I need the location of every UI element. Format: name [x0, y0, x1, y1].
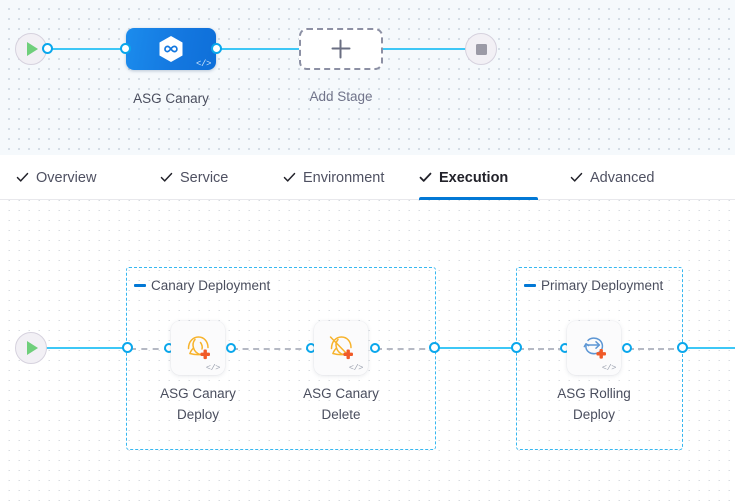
check-icon: [283, 171, 296, 184]
exec-port-group1-in[interactable]: [122, 342, 133, 353]
play-icon: [27, 42, 38, 56]
exec-connector-d: [434, 347, 518, 349]
asg-canary-delete-icon: [324, 330, 358, 364]
exec-port-group1-out[interactable]: [429, 342, 440, 353]
exec-port-step2-out[interactable]: [370, 343, 380, 353]
execution-graph-canvas[interactable]: Canary Deployment Primary Deployment: [0, 200, 735, 501]
stop-square-icon: [475, 43, 487, 55]
add-stage-node[interactable]: [299, 28, 383, 70]
step-label-asg-canary-delete: ASG Canary Delete: [266, 383, 416, 425]
stage-code-glyph: </>: [195, 59, 211, 69]
tab-service[interactable]: Service: [160, 155, 228, 200]
group-label-text: Primary Deployment: [541, 278, 664, 293]
step-label-line2: Deploy: [176, 407, 220, 422]
step-node-asg-rolling-deploy[interactable]: </>: [567, 321, 621, 375]
stage-node-asg-canary[interactable]: </>: [126, 28, 216, 70]
step-code-glyph: </>: [348, 363, 364, 373]
step-label-line1: ASG Canary: [303, 386, 379, 401]
stage-label-asg-canary: ASG Canary: [133, 91, 209, 106]
step-group-primary-deployment[interactable]: [516, 267, 683, 450]
add-stage-label: Add Stage: [309, 89, 373, 104]
stage-port-in[interactable]: [120, 43, 131, 54]
exec-connector-start: [44, 347, 130, 349]
tab-execution-label: Execution: [439, 169, 509, 186]
stage-connector-2: [378, 48, 473, 50]
pipeline-end-node[interactable]: [465, 33, 497, 65]
execution-start-node[interactable]: [15, 332, 47, 364]
tab-overview[interactable]: Overview: [16, 155, 96, 200]
stage-graph-canvas[interactable]: </> ASG Canary Add Stage: [0, 0, 735, 155]
check-icon: [419, 171, 432, 184]
tab-active-underline: [419, 197, 538, 200]
check-icon: [16, 171, 29, 184]
group-label-primary-deployment[interactable]: Primary Deployment: [524, 278, 663, 293]
stage-config-tabbar: Overview Service Environment Execution: [0, 155, 735, 200]
exec-connector-f: [628, 348, 684, 350]
step-label-asg-canary-deploy: ASG Canary Deploy: [123, 383, 273, 425]
group-label-canary-deployment[interactable]: Canary Deployment: [134, 278, 270, 293]
step-label-line2: Delete: [321, 407, 361, 422]
exec-port-step1-out[interactable]: [226, 343, 236, 353]
check-icon: [570, 171, 583, 184]
tab-environment[interactable]: Environment: [283, 155, 384, 200]
exec-port-group2-in[interactable]: [511, 342, 522, 353]
stage-port-out[interactable]: [211, 43, 222, 54]
exec-port-step3-out[interactable]: [622, 343, 632, 353]
collapse-dash-icon[interactable]: [524, 284, 536, 287]
step-label-line1: ASG Canary: [160, 386, 236, 401]
exec-connector-c: [376, 348, 436, 350]
pipeline-start-node[interactable]: [15, 33, 47, 65]
tab-advanced-label: Advanced: [590, 169, 655, 186]
check-icon: [160, 171, 173, 184]
step-label-line2: Deploy: [572, 407, 616, 422]
stage-port-start[interactable]: [42, 43, 53, 54]
step-label-asg-rolling-deploy: ASG Rolling Deploy: [519, 383, 669, 425]
step-node-asg-canary-deploy[interactable]: </>: [171, 321, 225, 375]
harness-hexagon-icon: [158, 35, 184, 63]
exec-connector-e: [518, 348, 564, 350]
step-code-glyph: </>: [601, 363, 617, 373]
exec-connector-a: [130, 348, 170, 350]
stage-connector-1: [215, 48, 305, 50]
exec-port-group2-out[interactable]: [677, 342, 688, 353]
tab-execution[interactable]: Execution: [419, 155, 538, 200]
step-group-canary-deployment[interactable]: [126, 267, 436, 450]
stage-connector-start: [48, 48, 138, 50]
step-code-glyph: </>: [205, 363, 221, 373]
step-label-line1: ASG Rolling: [557, 386, 631, 401]
step-node-asg-canary-delete[interactable]: </>: [314, 321, 368, 375]
group-label-text: Canary Deployment: [151, 278, 271, 293]
collapse-dash-icon[interactable]: [134, 284, 146, 287]
asg-canary-deploy-icon: [181, 330, 215, 364]
play-icon: [27, 341, 38, 355]
tab-environment-label: Environment: [303, 169, 385, 186]
exec-connector-g: [682, 347, 735, 349]
plus-icon: [331, 39, 351, 59]
asg-rolling-deploy-icon: [577, 330, 611, 364]
tab-overview-label: Overview: [36, 169, 97, 186]
exec-connector-b: [232, 348, 312, 350]
tab-service-label: Service: [180, 169, 229, 186]
tab-advanced[interactable]: Advanced: [570, 155, 655, 200]
